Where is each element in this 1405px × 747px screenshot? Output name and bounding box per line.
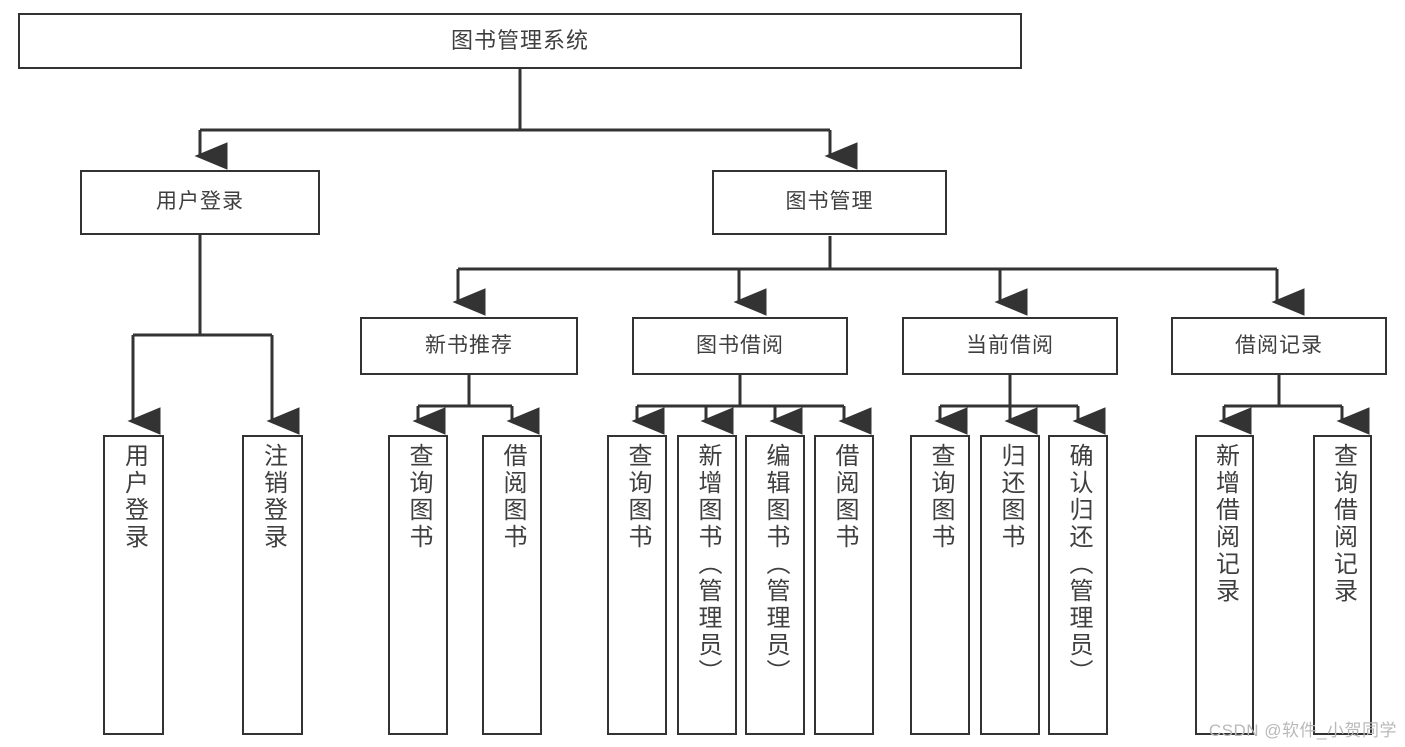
node-leaf-return-book-label: 归还图书	[997, 443, 1024, 551]
node-leaf-borrow-book-1[interactable]: 借阅图书	[482, 435, 542, 735]
node-leaf-confirm-return[interactable]: 确认归还（管理员）	[1048, 435, 1108, 735]
node-leaf-borrow-book-1-label: 借阅图书	[499, 443, 526, 551]
node-leaf-return-book[interactable]: 归还图书	[980, 435, 1040, 735]
node-leaf-query-record[interactable]: 查询借阅记录	[1313, 435, 1372, 735]
node-book-borrow-label: 图书借阅	[696, 333, 784, 357]
node-root-label: 图书管理系统	[450, 28, 589, 54]
node-user-login-label: 用户登录	[156, 190, 244, 214]
node-leaf-query-book-1[interactable]: 查询图书	[388, 435, 448, 735]
node-current-borrow-label: 当前借阅	[966, 333, 1054, 357]
node-leaf-query-record-label: 查询借阅记录	[1329, 443, 1357, 605]
node-leaf-query-book-2[interactable]: 查询图书	[607, 435, 667, 735]
node-leaf-query-book-3[interactable]: 查询图书	[910, 435, 970, 735]
node-new-book-rec-label: 新书推荐	[425, 333, 513, 357]
node-borrow-record-label: 借阅记录	[1235, 333, 1323, 357]
node-leaf-add-record[interactable]: 新增借阅记录	[1195, 435, 1254, 735]
node-leaf-add-book[interactable]: 新增图书（管理员）	[677, 435, 737, 735]
node-new-book-rec[interactable]: 新书推荐	[360, 317, 578, 375]
node-book-manage-label: 图书管理	[785, 190, 874, 214]
watermark-text: CSDN @软件_小贺同学	[1208, 721, 1397, 740]
node-leaf-add-record-label: 新增借阅记录	[1211, 443, 1239, 605]
node-leaf-borrow-book-2[interactable]: 借阅图书	[814, 435, 874, 735]
node-leaf-query-book-1-label: 查询图书	[405, 443, 432, 551]
node-leaf-confirm-return-label: 确认归还（管理员）	[1065, 443, 1092, 686]
node-leaf-logout[interactable]: 注销登录	[242, 435, 303, 735]
node-leaf-logout-label: 注销登录	[259, 443, 287, 551]
node-leaf-query-book-2-label: 查询图书	[624, 443, 651, 551]
node-book-borrow[interactable]: 图书借阅	[632, 317, 848, 375]
node-leaf-add-book-label: 新增图书（管理员）	[694, 443, 721, 686]
node-leaf-user-login-label: 用户登录	[120, 443, 148, 551]
node-book-manage[interactable]: 图书管理	[712, 170, 947, 235]
node-leaf-user-login[interactable]: 用户登录	[103, 435, 164, 735]
node-root[interactable]: 图书管理系统	[18, 13, 1022, 69]
node-current-borrow[interactable]: 当前借阅	[902, 317, 1118, 375]
node-leaf-edit-book[interactable]: 编辑图书（管理员）	[745, 435, 805, 735]
node-leaf-borrow-book-2-label: 借阅图书	[831, 443, 858, 551]
node-borrow-record[interactable]: 借阅记录	[1171, 317, 1387, 375]
node-leaf-edit-book-label: 编辑图书（管理员）	[762, 443, 789, 686]
node-leaf-query-book-3-label: 查询图书	[927, 443, 954, 551]
node-user-login[interactable]: 用户登录	[80, 170, 320, 235]
